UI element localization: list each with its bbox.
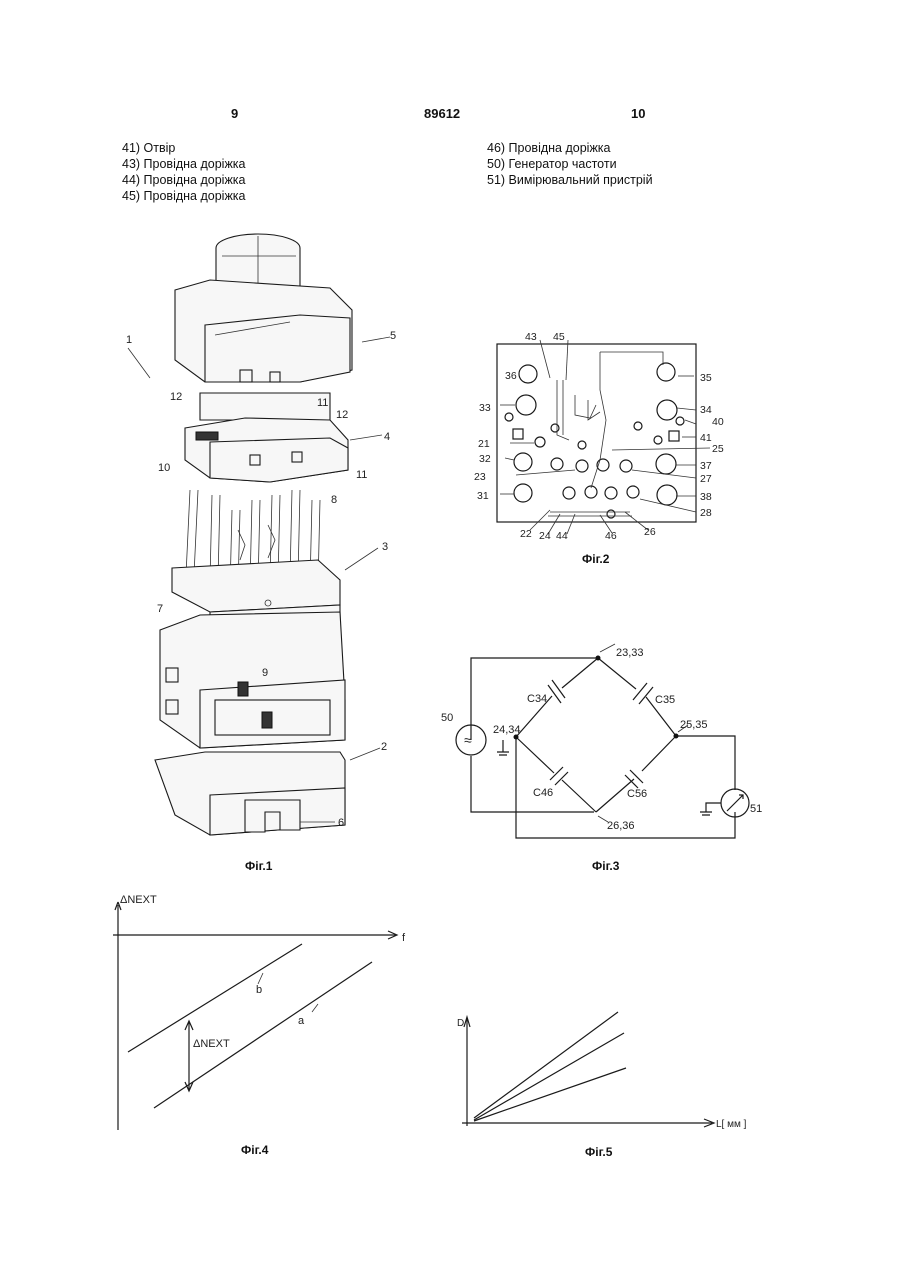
generator-symbol: ≈ (464, 732, 472, 748)
fig4-y-label: ΔNEXT (120, 894, 157, 906)
label-9: 9 (262, 667, 268, 679)
label-5: 5 (390, 330, 396, 342)
fig4-plot (113, 902, 397, 1130)
label-31: 31 (477, 490, 489, 502)
label-7: 7 (157, 603, 163, 615)
fig2-labels: 43 45 36 35 33 34 40 41 21 25 32 37 23 2… (474, 331, 724, 542)
fig2-drawing (497, 340, 710, 534)
line-steep (474, 1012, 618, 1118)
node-bottom-label: 26,36 (607, 820, 635, 832)
fig5-plot (462, 1012, 714, 1127)
label-23: 23 (474, 471, 486, 483)
line-a-label: a (298, 1015, 305, 1027)
fig5-y-label: D (457, 1018, 464, 1029)
label-41: 41 (700, 432, 712, 444)
label-12: 12 (336, 409, 348, 421)
label-10: 10 (158, 462, 170, 474)
cap-c35-label: C35 (655, 694, 675, 706)
fig1-drawing (128, 234, 390, 835)
label-27: 27 (700, 473, 712, 485)
fig4-x-label: f (402, 932, 406, 944)
delta-next-label: ΔNEXT (193, 1038, 230, 1050)
label-44: 44 (556, 530, 568, 542)
fig2-caption: Фіг.2 (582, 552, 609, 566)
label-26: 26 (644, 526, 656, 538)
fig5-labels: D L[ мм ] (457, 1018, 747, 1130)
label-50: 50 (441, 712, 453, 724)
cap-c46-label: C46 (533, 787, 553, 799)
label-4: 4 (384, 431, 390, 443)
label-25: 25 (712, 443, 724, 455)
label-40: 40 (712, 416, 724, 428)
label-1: 1 (126, 334, 132, 346)
label-6: 6 (338, 817, 344, 829)
label-21: 21 (478, 438, 490, 450)
node-top-label: 23,33 (616, 647, 644, 659)
label-36: 36 (505, 370, 517, 382)
label-28: 28 (700, 507, 712, 519)
label-43: 43 (525, 331, 537, 343)
fig3-caption: Фіг.3 (592, 859, 619, 873)
label-45: 45 (553, 331, 565, 343)
fig1-caption: Фіг.1 (245, 859, 272, 873)
label-3: 3 (382, 541, 388, 553)
label-51: 51 (750, 803, 762, 815)
fig3-drawing (456, 644, 749, 838)
label-33: 33 (479, 402, 491, 414)
label-32: 32 (479, 453, 491, 465)
fig4-labels: ΔNEXT f ΔNEXT b a (120, 894, 406, 1050)
fig5-x-label: L[ мм ] (716, 1119, 747, 1130)
label-11: 11 (317, 397, 328, 409)
label-2: 2 (381, 741, 387, 753)
label-12: 12 (170, 391, 182, 403)
line-b (128, 944, 302, 1052)
label-24: 24 (539, 530, 551, 542)
label-35: 35 (700, 372, 712, 384)
label-8: 8 (331, 494, 337, 506)
cap-c56-label: C56 (627, 788, 647, 800)
fig4-caption: Фіг.4 (241, 1143, 268, 1157)
label-11: 11 (356, 469, 367, 481)
fig5-caption: Фіг.5 (585, 1145, 612, 1159)
label-37: 37 (700, 460, 712, 472)
cap-c34-label: C34 (527, 693, 547, 705)
label-34: 34 (700, 404, 712, 416)
node-left-label: 24,34 (493, 724, 521, 736)
fig3-labels: ≈ 23,33 24,34 25,35 26,36 50 51 C34 C35 … (441, 647, 762, 832)
label-38: 38 (700, 491, 712, 503)
label-22: 22 (520, 528, 532, 540)
line-b-label: b (256, 984, 262, 996)
label-46: 46 (605, 530, 617, 542)
node-right-label: 25,35 (680, 719, 708, 731)
